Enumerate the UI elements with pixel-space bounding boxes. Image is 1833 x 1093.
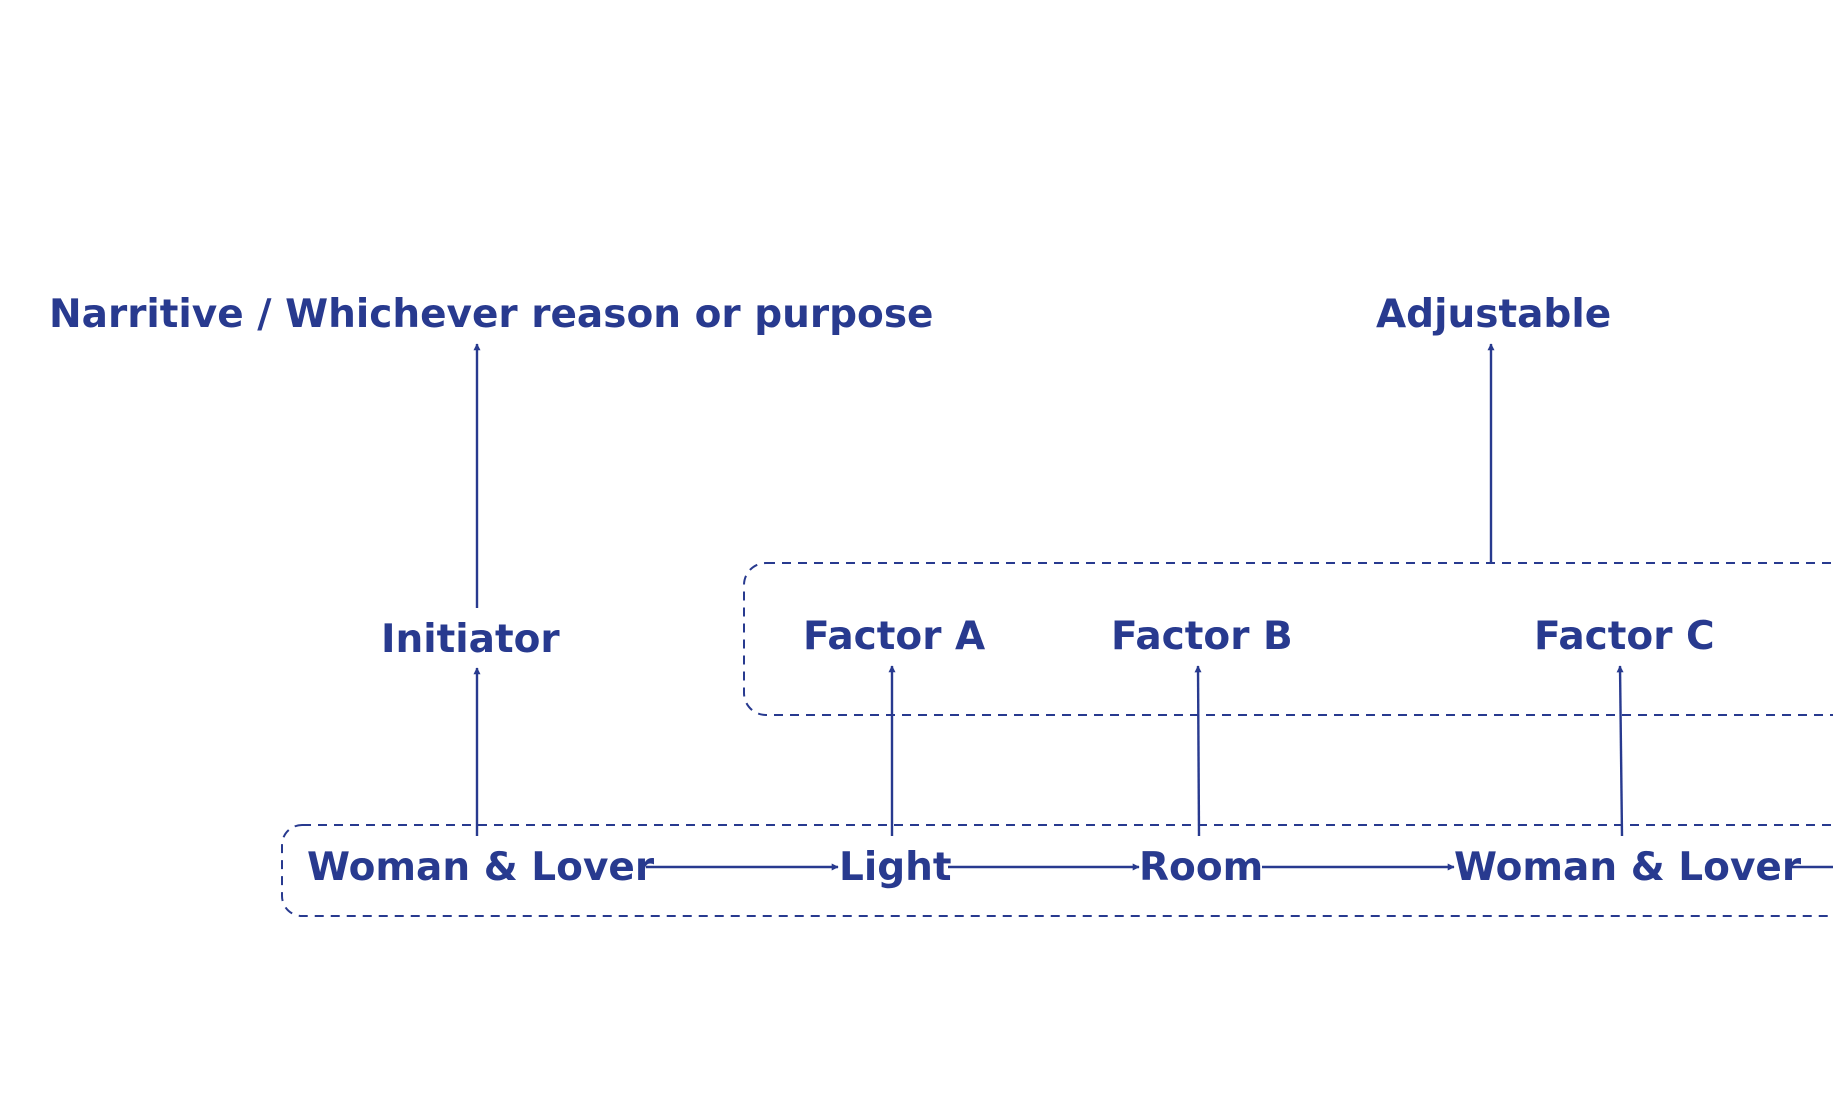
factor-a-label: Factor A bbox=[803, 614, 986, 659]
narrative-label: Narritive / Whichever reason or purpose bbox=[49, 292, 934, 337]
arrow-room-to-factor-b bbox=[1194, 665, 1202, 837]
woman-lover-label: Woman & Lover bbox=[307, 845, 655, 890]
arrow-woman-lover-2-to-factor-c bbox=[1616, 665, 1624, 837]
factor-group-frame bbox=[743, 562, 1833, 716]
light-label: Light bbox=[839, 845, 952, 890]
room-label: Room bbox=[1139, 845, 1264, 890]
sequence-group-frame bbox=[281, 824, 1833, 917]
woman-lover-2-label: Woman & Lover bbox=[1454, 845, 1802, 890]
factor-b-label: Factor B bbox=[1111, 614, 1293, 659]
factor-c-label: Factor C bbox=[1534, 614, 1715, 659]
adjustable-label: Adjustable bbox=[1376, 292, 1612, 337]
initiator-label: Initiator bbox=[381, 617, 560, 662]
